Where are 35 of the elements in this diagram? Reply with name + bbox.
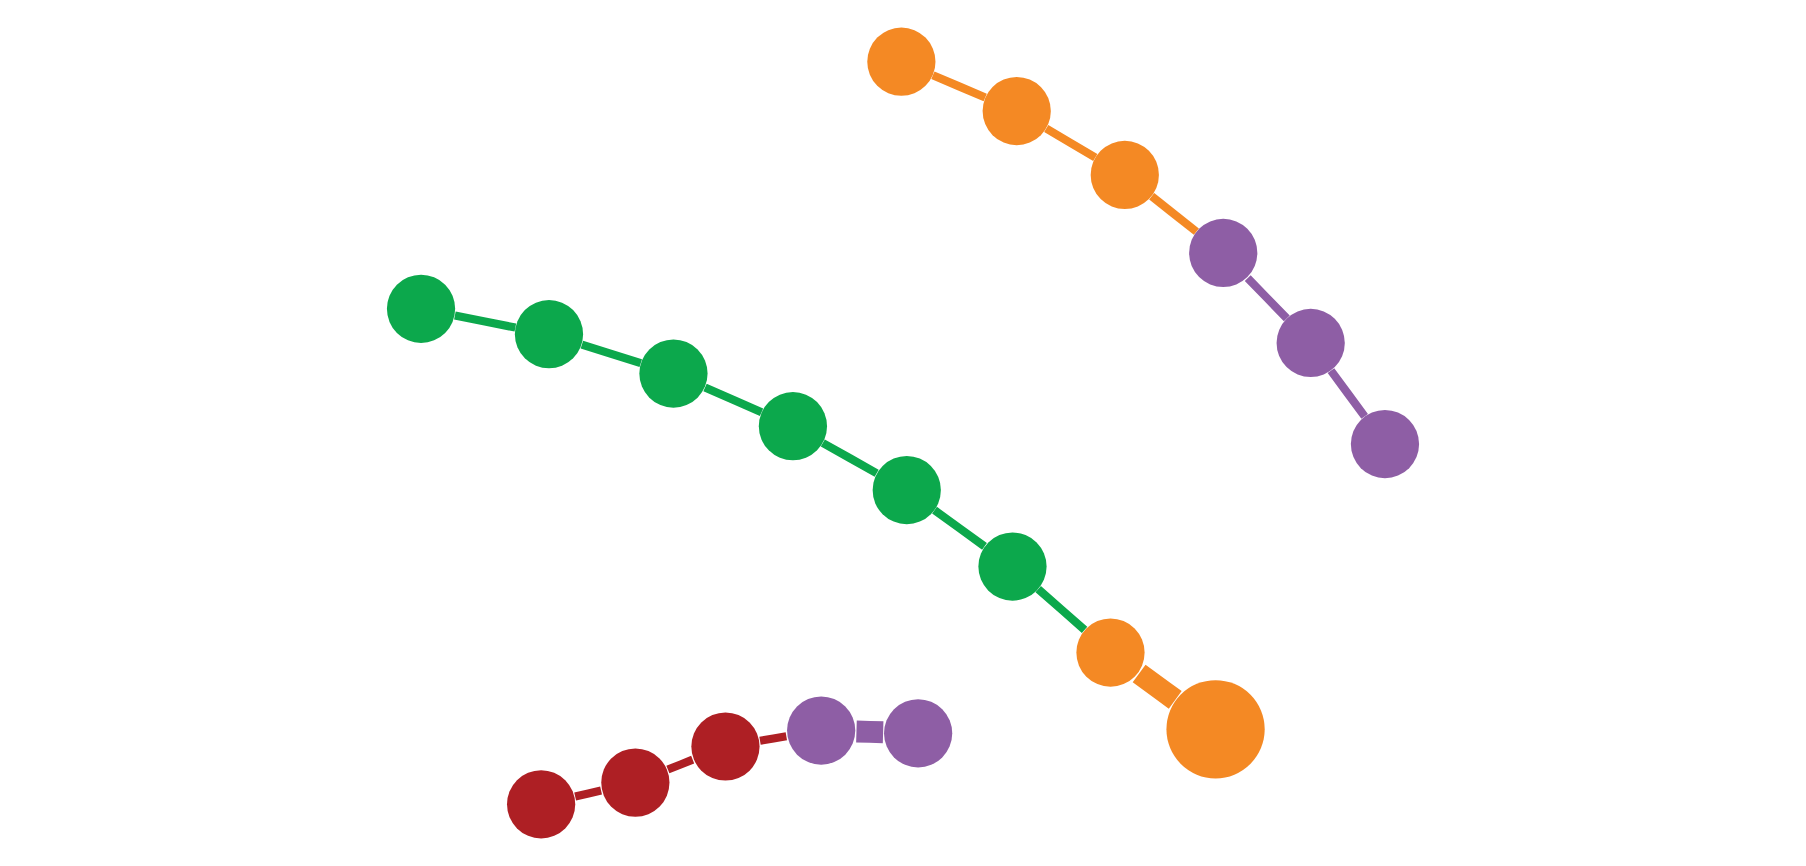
connector [454,311,517,332]
node-circle [386,274,456,343]
connector [1327,368,1368,419]
connector [580,340,642,368]
node-circle [884,699,953,768]
connector [1132,664,1182,709]
node-circle [1076,618,1145,687]
node-circle [758,392,828,461]
node-circle [867,27,936,96]
connector [666,755,695,774]
node-circle [1166,680,1265,779]
connector [703,383,764,417]
node-circle [601,748,670,817]
connector [1044,124,1098,161]
node-circle [1090,140,1159,210]
connector [856,720,884,744]
node-circle [1276,308,1345,378]
node-circle [507,770,576,839]
node-circle [691,712,760,781]
connector [931,71,987,102]
connector [1149,193,1199,235]
node-circle [639,339,708,408]
connector [1035,586,1088,633]
node-circle [1189,218,1258,288]
node-circle [514,300,584,369]
node-circle [872,456,941,525]
node-circle [982,76,1051,146]
connector [759,732,787,745]
connector [1244,275,1290,322]
node-circle [978,532,1047,601]
connector [574,786,602,801]
connector [820,439,879,477]
node-circle [787,696,856,765]
node-circle [1350,409,1420,479]
connector [932,506,987,550]
